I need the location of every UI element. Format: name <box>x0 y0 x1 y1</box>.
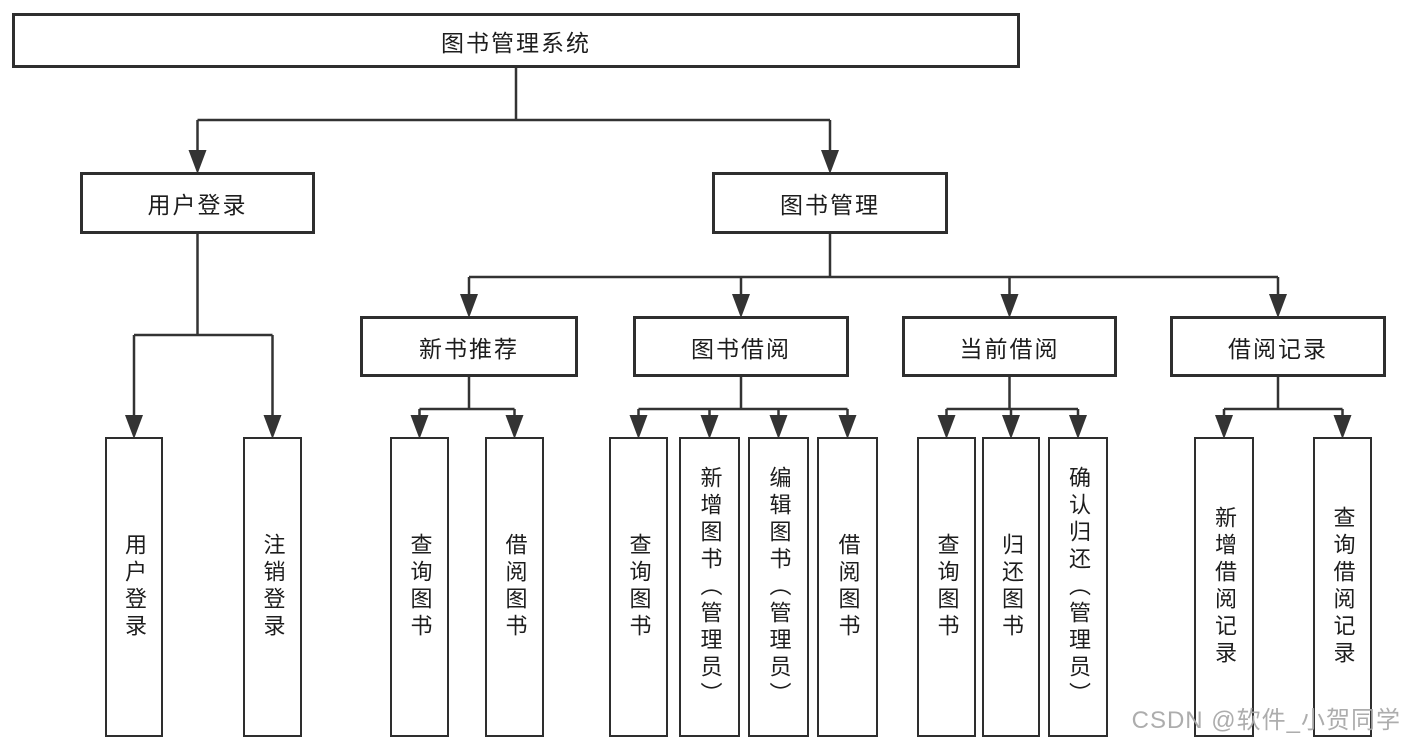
arrowhead <box>125 415 143 439</box>
arrowhead <box>732 294 750 318</box>
connector-book-management-to-level3 <box>460 234 1287 318</box>
node-label: 归还图书 <box>999 533 1024 641</box>
arrowhead <box>1000 294 1019 318</box>
leaf-borrow-books: 借阅图书 <box>817 437 878 737</box>
node-label: 当前借阅 <box>959 335 1060 362</box>
arrowhead <box>263 415 282 439</box>
leaf-add-borrow-record: 新增借阅记录 <box>1194 437 1254 737</box>
node-borrow-records: 借阅记录 <box>1170 316 1386 377</box>
leaf-borrow-books-recommend: 借阅图书 <box>485 437 544 737</box>
leaf-logout: 注销登录 <box>243 437 302 737</box>
node-label: 借阅图书 <box>502 533 528 641</box>
node-label: 新增图书（管理员） <box>697 465 723 709</box>
node-label: 用户登录 <box>147 192 248 218</box>
node-book-management: 图书管理 <box>712 172 948 234</box>
node-label: 注销登录 <box>260 533 286 641</box>
leaf-add-book-admin: 新增图书（管理员） <box>679 437 740 737</box>
csdn-watermark: CSDN @软件_小贺同学 <box>1131 707 1401 734</box>
node-user-login: 用户登录 <box>80 172 315 234</box>
leaf-query-books-recommend: 查询图书 <box>390 437 449 737</box>
leaf-return-book: 归还图书 <box>982 437 1040 737</box>
leaf-query-books-borrow: 查询图书 <box>609 437 668 737</box>
arrowhead <box>821 150 839 174</box>
connector-current-borrow-to-leaves <box>937 377 1087 439</box>
connector-new-book-recommend-to-leaves <box>410 377 524 439</box>
arrowhead <box>700 415 719 439</box>
arrowhead <box>629 415 648 439</box>
connector-borrow-records-to-leaves <box>1215 377 1352 439</box>
node-label: 用户登录 <box>122 533 147 641</box>
arrowhead <box>937 415 956 439</box>
node-label: 确认归还（管理员） <box>1066 465 1091 709</box>
node-label: 查询图书 <box>407 533 433 641</box>
arrowhead <box>769 415 788 439</box>
node-label: 图书管理系统 <box>441 29 591 56</box>
leaf-query-books-current: 查询图书 <box>917 437 976 737</box>
node-label: 查询图书 <box>626 533 652 641</box>
leaf-confirm-return-admin: 确认归还（管理员） <box>1048 437 1108 737</box>
node-system-root: 图书管理系统 <box>12 13 1020 68</box>
node-label: 借阅图书 <box>835 533 861 641</box>
arrowhead <box>410 415 429 439</box>
node-label: 查询借阅记录 <box>1330 506 1356 668</box>
connector-root-to-level2 <box>188 68 839 174</box>
leaf-query-borrow-record: 查询借阅记录 <box>1313 437 1372 737</box>
leaf-user-login: 用户登录 <box>105 437 163 737</box>
node-new-book-recommend: 新书推荐 <box>360 316 578 377</box>
arrowhead <box>838 415 857 439</box>
node-label: 新增借阅记录 <box>1212 506 1237 668</box>
connector-user-login-to-leaves <box>125 234 282 439</box>
arrowhead <box>1269 294 1287 318</box>
arrowhead <box>1069 415 1087 439</box>
arrowhead <box>1215 415 1233 439</box>
node-label: 编辑图书（管理员） <box>766 465 792 709</box>
node-label: 借阅记录 <box>1228 335 1328 362</box>
arrowhead <box>505 415 524 439</box>
arrowhead <box>188 150 207 174</box>
arrowhead <box>460 294 478 318</box>
node-book-borrow: 图书借阅 <box>633 316 849 377</box>
node-label: 图书管理 <box>780 192 880 218</box>
node-label: 新书推荐 <box>419 335 519 362</box>
arrowhead <box>1333 415 1352 439</box>
arrowhead <box>1002 415 1020 439</box>
node-label: 查询图书 <box>934 533 960 641</box>
leaf-edit-book-admin: 编辑图书（管理员） <box>748 437 809 737</box>
node-label: 图书借阅 <box>691 335 791 362</box>
connector-book-borrow-to-leaves <box>629 377 857 439</box>
node-current-borrow: 当前借阅 <box>902 316 1117 377</box>
